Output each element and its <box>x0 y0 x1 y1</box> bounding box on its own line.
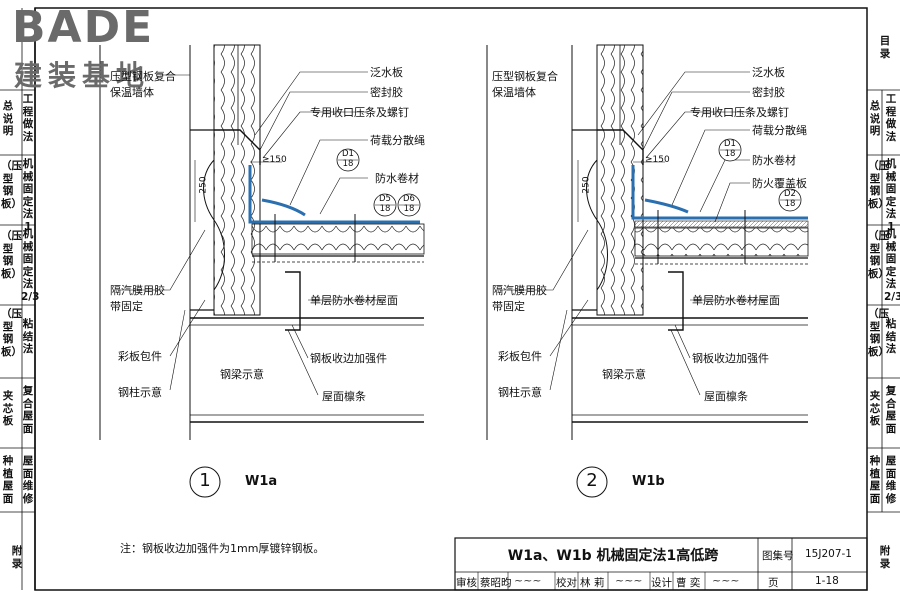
logo-subtitle: 建装基地 <box>14 59 151 92</box>
fig2-name: W1b <box>632 474 665 489</box>
fig1-name: W1a <box>245 474 278 489</box>
fig2-flashing-label: 泛水板 <box>752 66 785 79</box>
brand-logo: BADE 建装基地 <box>8 2 178 92</box>
fig2-stiffener-label: 钢板收边加强件 <box>692 352 769 365</box>
right-tab-mech1[interactable]: 机械固定法1 <box>885 158 897 233</box>
left-tab-mech23-sub[interactable]: （压型钢板） <box>1 230 22 280</box>
fig1-dim-250: 250 <box>198 176 209 194</box>
fig2-strip-label: 专用收口压条及螺钉 <box>690 106 789 119</box>
fig2-tape-label-a: 隔汽膜用胶 <box>492 284 547 297</box>
atlas-number: 15J207-1 <box>805 548 852 560</box>
checker-signature: ~~~ <box>615 574 643 587</box>
right-tab-mech23[interactable]: 机械固定法2/3 <box>884 228 900 303</box>
left-tab-mech1-sub[interactable]: （压型钢板） <box>1 160 22 210</box>
fig2-dim-150: ≥150 <box>645 155 670 165</box>
left-tab-bond-sub[interactable]: （压型钢板） <box>1 308 22 358</box>
fig2-wrap-label: 彩板包件 <box>498 350 542 363</box>
right-tab-bond-sub[interactable]: （压型钢板） <box>868 308 889 358</box>
right-tab-sandwich[interactable]: 夹芯板 <box>869 390 881 427</box>
logo-wordmark: BADE <box>12 2 155 53</box>
left-tab-composite[interactable]: 复合屋面 <box>22 385 34 435</box>
fig2-membrane-label: 防水卷材 <box>752 154 796 167</box>
fig1-rope-label: 荷载分散绳 <box>370 134 425 147</box>
right-tab-mech1-sub[interactable]: （压型钢板） <box>868 160 889 210</box>
fig1-wall-label-b: 保温墙体 <box>110 86 154 99</box>
fig2-sealant-label: 密封胶 <box>752 86 785 99</box>
fig1-strip-label: 专用收口压条及螺钉 <box>310 106 409 119</box>
fig1-flashing-label: 泛水板 <box>370 66 403 79</box>
fig2-dim-250: 250 <box>581 176 592 194</box>
fig1-purlin-label: 屋面檩条 <box>322 390 366 403</box>
fig1-membrane-label: 防水卷材 <box>375 172 419 185</box>
reviewer-name: 蔡昭昀 <box>480 577 512 589</box>
right-tab-bond[interactable]: 粘结法 <box>885 318 897 355</box>
review-label: 审核 <box>456 577 477 589</box>
right-tab-composite[interactable]: 复合屋面 <box>885 385 897 435</box>
fig2-wall-label-b: 保温墙体 <box>492 86 536 99</box>
fig2-rope-label: 荷载分散绳 <box>752 124 807 137</box>
left-tab-appendix[interactable]: 附录 <box>11 545 23 570</box>
right-tab-mech23-sub[interactable]: （压型钢板） <box>868 230 889 280</box>
footnote: 注：钢板收边加强件为1mm厚镀锌钢板。 <box>120 542 325 555</box>
fig1-dim-150: ≥150 <box>262 155 287 165</box>
fig1-tape-label-b: 带固定 <box>110 300 143 313</box>
designer-name: 曹 奕 <box>676 577 701 589</box>
right-tab-contents[interactable]: 目录 <box>879 35 891 60</box>
check-label: 校对 <box>556 577 577 589</box>
fig1-sealant-label: 密封胶 <box>370 86 403 99</box>
left-tab-mech23[interactable]: 机械固定法2/3 <box>21 228 40 303</box>
fig2-single-layer-label: 单层防水卷材屋面 <box>692 294 780 307</box>
fig1-number: 1 <box>199 470 211 491</box>
drawing-title: W1a、W1b 机械固定法1高低跨 <box>507 548 719 564</box>
designer-signature: ~~~ <box>712 574 740 587</box>
left-tab-mech1[interactable]: 机械固定法1 <box>22 158 34 233</box>
right-tab-repair[interactable]: 屋面维修 <box>885 455 897 505</box>
right-tab-planting[interactable]: 种植屋面 <box>869 455 881 505</box>
fig1-wall-label-a: 压型钢板复合 <box>110 70 176 83</box>
right-tab-general[interactable]: 总说明 <box>869 100 881 137</box>
left-tab-general-sub[interactable]: 工程做法 <box>22 93 34 143</box>
left-tab-bond[interactable]: 粘结法 <box>22 318 34 355</box>
fig2-fire-board-label: 防火覆盖板 <box>752 177 807 190</box>
fig2-beam-label: 钢梁示意 <box>602 368 646 381</box>
fig2-purlin-label: 屋面檩条 <box>704 390 748 403</box>
fig2-column-label: 钢柱示意 <box>498 386 542 399</box>
fig1-tape-label-a: 隔汽膜用胶 <box>110 284 165 297</box>
fig2-tape-label-b: 带固定 <box>492 300 525 313</box>
right-tab-general-sub[interactable]: 工程做法 <box>885 93 897 143</box>
fig1-stiffener-label: 钢板收边加强件 <box>310 352 387 365</box>
fig1-beam-label: 钢梁示意 <box>220 368 264 381</box>
fig1-wrap-label: 彩板包件 <box>118 350 162 363</box>
right-tab-appendix[interactable]: 附录 <box>879 545 891 570</box>
atlas-number-label: 图集号 <box>762 550 794 562</box>
left-tab-general[interactable]: 总说明 <box>2 100 14 137</box>
left-tab-planting[interactable]: 种植屋面 <box>2 455 14 505</box>
fig1-single-layer-label: 单层防水卷材屋面 <box>310 294 398 307</box>
design-label: 设计 <box>651 577 672 589</box>
page-number: 1-18 <box>815 575 839 587</box>
checker-name: 林 莉 <box>580 577 605 589</box>
reviewer-signature: ~~~ <box>514 574 542 587</box>
page-label: 页 <box>768 577 779 589</box>
left-tab-sandwich[interactable]: 夹芯板 <box>2 390 14 427</box>
fig1-column-label: 钢柱示意 <box>118 386 162 399</box>
left-tab-repair[interactable]: 屋面维修 <box>22 455 34 505</box>
fig2-wall-label-a: 压型钢板复合 <box>492 70 558 83</box>
fig2-number: 2 <box>586 470 598 491</box>
